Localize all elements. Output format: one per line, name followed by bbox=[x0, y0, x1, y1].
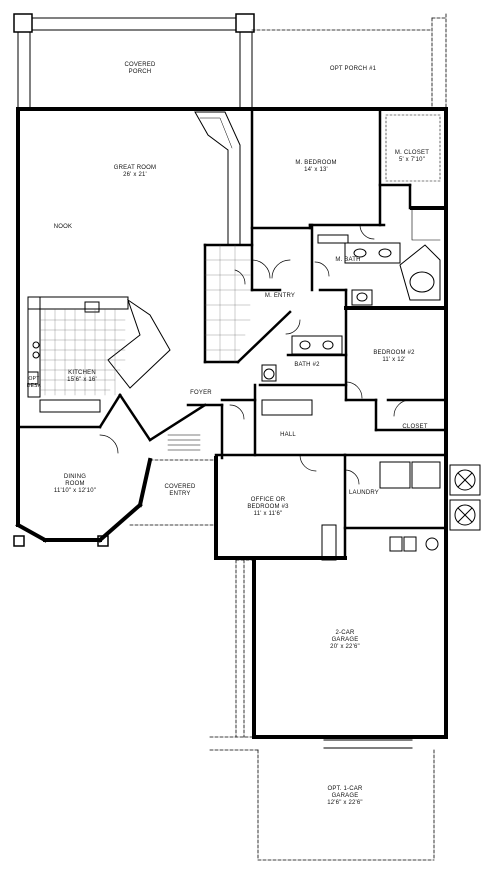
master-closet-size: 5' x 7'10" bbox=[398, 157, 426, 163]
master-bedroom-size: 14' x 13' bbox=[304, 167, 328, 173]
covered-entry-name: COVERED bbox=[164, 484, 196, 490]
great-room-name: GREAT ROOM bbox=[113, 165, 157, 171]
master-closet-name: M. CLOSET bbox=[394, 150, 430, 156]
bath2-fixtures bbox=[261, 335, 343, 416]
label-master-bath: M. BATH bbox=[330, 257, 366, 264]
exterior-walls bbox=[16, 107, 448, 739]
label-office: OFFICE OR BEDROOM #3 11' x 11'6" bbox=[236, 497, 300, 518]
master-bedroom-name: M. BEDROOM bbox=[295, 160, 337, 166]
label-covered-porch: COVERED PORCH bbox=[110, 62, 170, 76]
garage2-name: 2-CAR bbox=[335, 630, 355, 636]
opt-porch-name: OPT PORCH #1 bbox=[329, 66, 377, 72]
label-great-room: GREAT ROOM 26' x 21' bbox=[100, 165, 170, 179]
kitchen-tile-grid bbox=[39, 309, 126, 396]
hall-name: HALL bbox=[280, 432, 296, 438]
master-bath-fixtures bbox=[317, 207, 441, 306]
door-swings bbox=[99, 224, 411, 485]
bedroom2-size: 11' x 12' bbox=[382, 357, 406, 363]
garage1-name: OPT. 1-CAR bbox=[327, 786, 363, 792]
great-room-size: 26' x 21' bbox=[123, 172, 147, 178]
kitchen-size: 15'6" x 16' bbox=[67, 377, 97, 383]
covered-porch-name2: PORCH bbox=[128, 69, 152, 75]
interior-walls bbox=[16, 107, 448, 560]
label-covered-entry: COVERED ENTRY bbox=[160, 484, 200, 498]
covered-entry-outline bbox=[129, 459, 215, 526]
fireplace bbox=[194, 111, 241, 246]
foyer-tile bbox=[204, 244, 251, 363]
bedroom2-name: BEDROOM #2 bbox=[373, 350, 415, 356]
opt-garage-outline bbox=[209, 559, 435, 861]
label-master-bedroom: M. BEDROOM 14' x 13' bbox=[284, 160, 348, 174]
kitchen-cabinets bbox=[27, 296, 171, 413]
label-opt-desk: OPT DESK bbox=[26, 376, 42, 390]
label-garage2: 2-CAR GARAGE 20' x 22'6" bbox=[310, 630, 380, 651]
garage2-size: 20' x 22'6" bbox=[330, 644, 360, 650]
opt-porch-outline bbox=[251, 13, 447, 109]
label-nook: NOOK bbox=[48, 224, 78, 231]
covered-porch-name: COVERED bbox=[124, 62, 156, 68]
label-foyer: FOYER bbox=[186, 390, 216, 397]
label-laundry: LAUNDRY bbox=[346, 490, 382, 497]
kitchen-name: KITCHEN bbox=[68, 370, 96, 376]
dining-name2: ROOM bbox=[65, 481, 85, 487]
covered-porch-outline bbox=[13, 13, 255, 109]
opt-desk-name2: DESK bbox=[26, 383, 42, 389]
label-kitchen: KITCHEN 15'6" x 16' bbox=[52, 370, 112, 384]
bath2-name: BATH #2 bbox=[294, 362, 320, 368]
nook-name: NOOK bbox=[53, 224, 73, 230]
office-size: 11' x 11'6" bbox=[253, 511, 283, 517]
label-opt-porch: OPT PORCH #1 bbox=[318, 66, 388, 73]
label-garage1: OPT. 1-CAR GARAGE 12'6" x 22'6" bbox=[310, 786, 380, 807]
ac-units bbox=[449, 464, 481, 531]
label-bedroom2: BEDROOM #2 11' x 12' bbox=[366, 350, 422, 364]
garage2-name2: GARAGE bbox=[331, 637, 359, 643]
label-dining: DINING ROOM 11'10" x 12'10" bbox=[40, 474, 110, 495]
office-name2: BEDROOM #3 bbox=[247, 504, 289, 510]
laundry-fixtures bbox=[321, 461, 441, 561]
label-closet: CLOSET bbox=[398, 424, 432, 431]
master-bath-name: M. BATH bbox=[335, 257, 361, 263]
master-entry-name: M. ENTRY bbox=[264, 293, 296, 299]
label-master-entry: M. ENTRY bbox=[258, 293, 302, 300]
office-name: OFFICE OR bbox=[250, 497, 286, 503]
dining-size: 11'10" x 12'10" bbox=[53, 488, 97, 494]
garage1-name2: GARAGE bbox=[331, 793, 359, 799]
garage1-size: 12'6" x 22'6" bbox=[327, 800, 363, 806]
foyer-name: FOYER bbox=[190, 390, 212, 396]
covered-entry-name2: ENTRY bbox=[169, 491, 191, 497]
label-hall: HALL bbox=[276, 432, 300, 439]
laundry-name: LAUNDRY bbox=[349, 490, 379, 496]
closet-name: CLOSET bbox=[402, 424, 428, 430]
opt-desk-name: OPT bbox=[28, 376, 40, 382]
dining-bay bbox=[15, 425, 153, 543]
dining-name: DINING bbox=[63, 474, 87, 480]
label-bath2: BATH #2 bbox=[290, 362, 324, 369]
label-master-closet: M. CLOSET 5' x 7'10" bbox=[386, 150, 438, 164]
